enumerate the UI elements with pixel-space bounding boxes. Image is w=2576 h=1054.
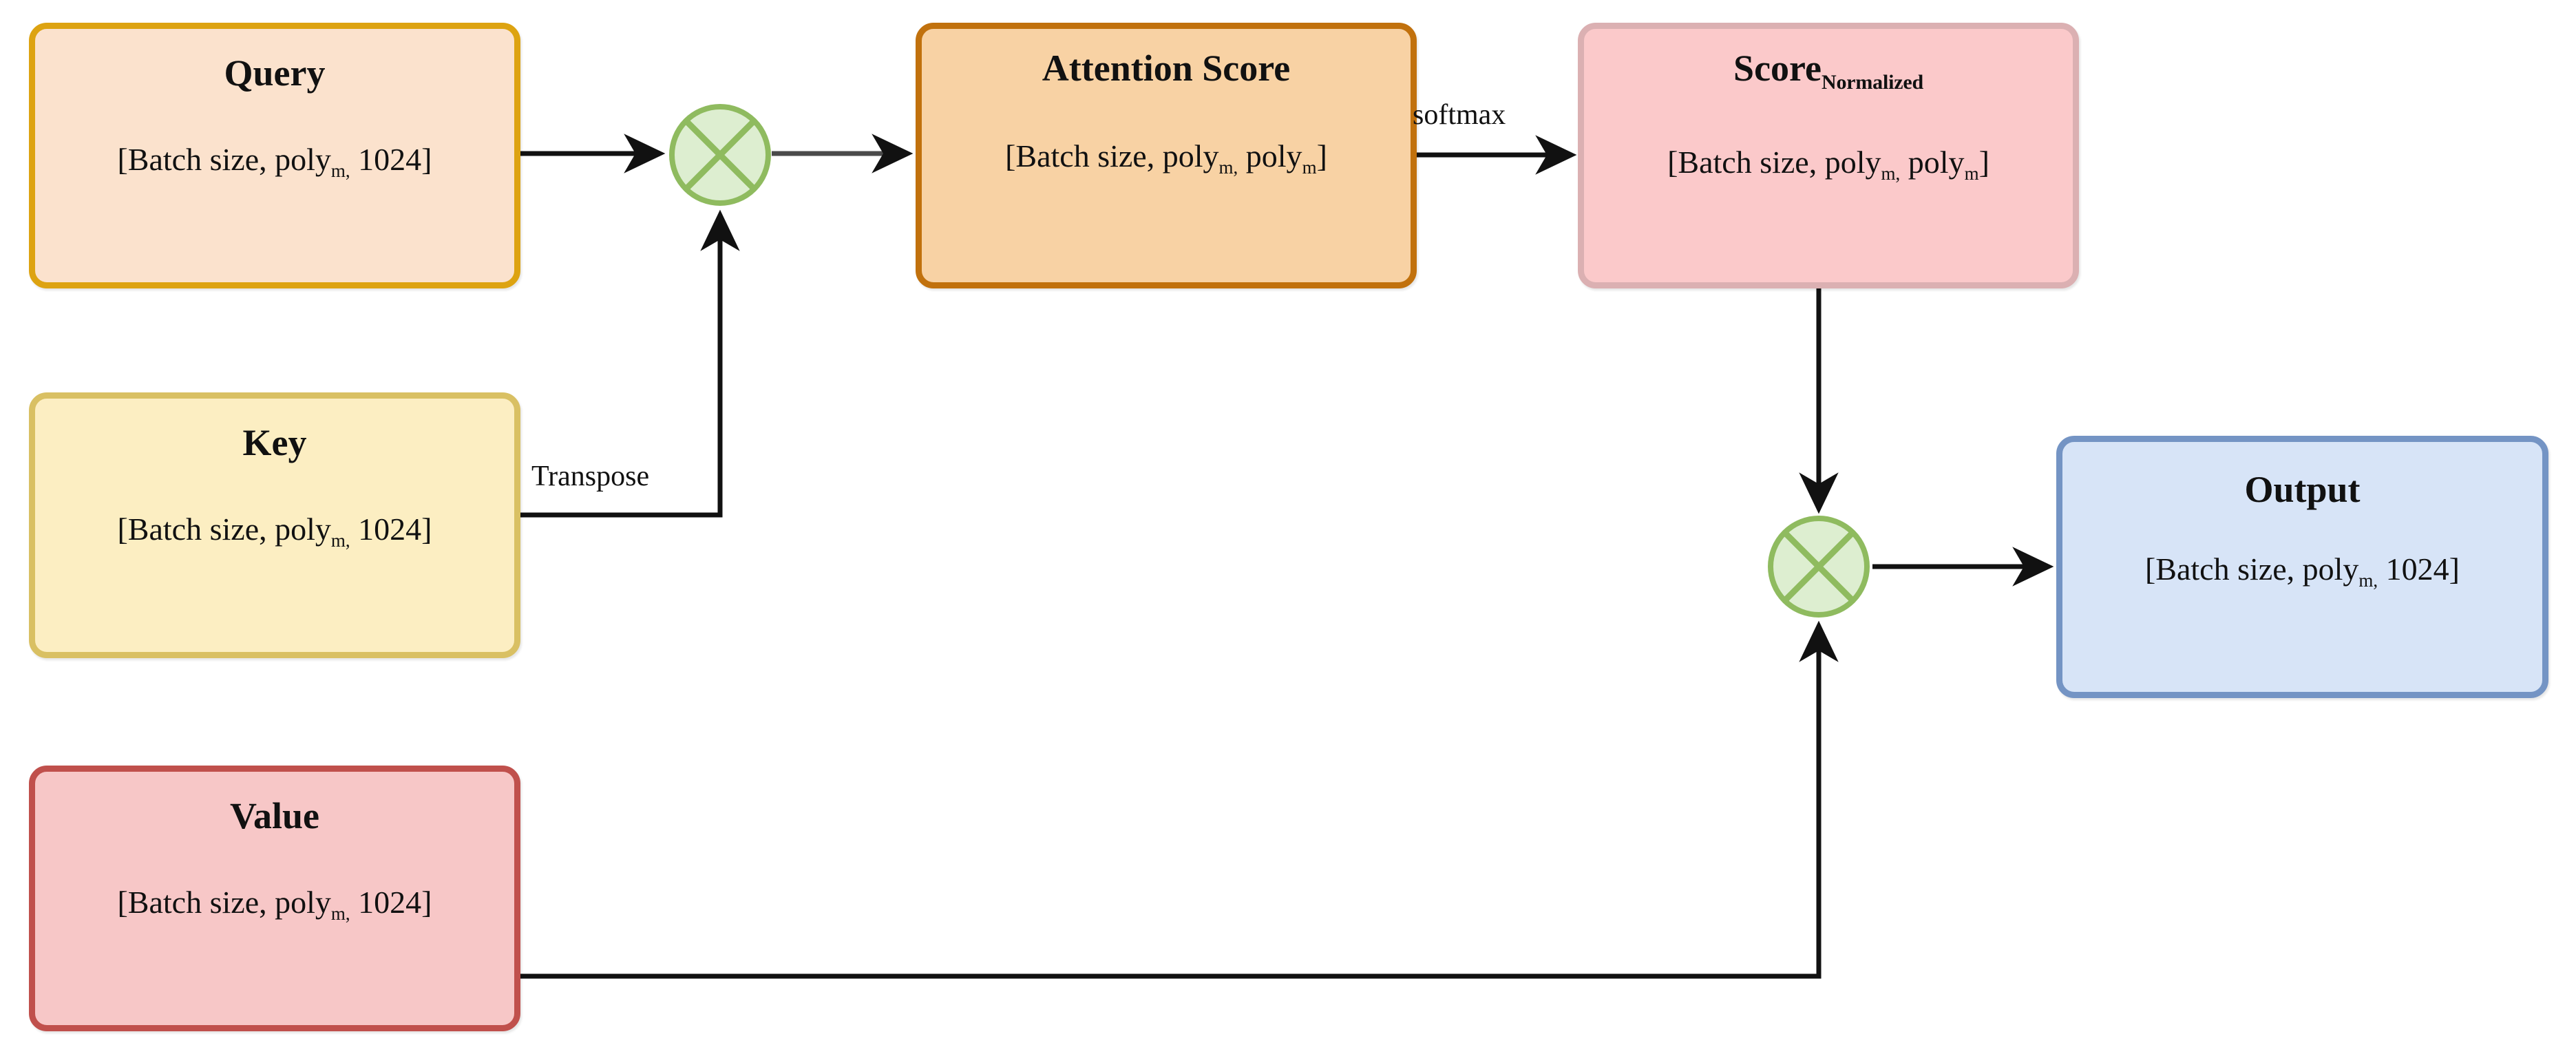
edge-key-to-mul bbox=[520, 209, 740, 518]
node-attention-score-title: Attention Score bbox=[1042, 48, 1291, 89]
shape-sub: m, bbox=[330, 160, 350, 182]
shape-sub2: m bbox=[1964, 162, 1979, 184]
shape-sub: m, bbox=[1881, 162, 1901, 184]
shape-end: ] bbox=[1316, 138, 1327, 173]
shape-prefix: [Batch size, poly bbox=[117, 142, 331, 177]
node-attention-score-shape: [Batch size, polym, polym] bbox=[1005, 140, 1327, 177]
node-score-normalized[interactable]: ScoreNormalized [Batch size, polym, poly… bbox=[1578, 23, 2079, 288]
shape-suffix: poly bbox=[1238, 138, 1302, 173]
shape-sub: m, bbox=[2358, 570, 2378, 591]
shape-suffix: 1024] bbox=[2378, 551, 2460, 587]
shape-end: ] bbox=[1978, 144, 1989, 180]
node-query[interactable]: Query [Batch size, polym, 1024] bbox=[29, 23, 520, 288]
shape-prefix: [Batch size, poly bbox=[2144, 551, 2359, 587]
shape-sub: m, bbox=[330, 903, 350, 925]
node-key[interactable]: Key [Batch size, polym, 1024] bbox=[29, 392, 520, 658]
node-output-title: Output bbox=[2244, 469, 2361, 510]
multiply-icon[interactable] bbox=[668, 103, 772, 207]
node-value-title: Value bbox=[229, 795, 320, 836]
shape-prefix: [Batch size, poly bbox=[117, 512, 331, 547]
shape-suffix: 1024] bbox=[350, 885, 432, 920]
node-key-shape: [Batch size, polym, 1024] bbox=[117, 514, 432, 550]
node-output[interactable]: Output [Batch size, polym, 1024] bbox=[2056, 436, 2548, 698]
title-subscript: Normalized bbox=[1822, 70, 1923, 94]
shape-prefix: [Batch size, poly bbox=[1667, 144, 1881, 180]
node-output-shape: [Batch size, polym, 1024] bbox=[2145, 554, 2460, 590]
edge-label-softmax: softmax bbox=[1413, 99, 1506, 131]
shape-sub: m, bbox=[330, 530, 350, 551]
shape-prefix: [Batch size, poly bbox=[117, 885, 331, 920]
shape-suffix: poly bbox=[1900, 144, 1965, 180]
node-score-normalized-shape: [Batch size, polym, polym] bbox=[1667, 144, 1989, 184]
node-key-title: Key bbox=[242, 422, 307, 463]
node-value[interactable]: Value [Batch size, polym, 1024] bbox=[29, 766, 520, 1031]
node-score-normalized-title: ScoreNormalized bbox=[1733, 50, 1923, 93]
shape-sub: m, bbox=[1218, 157, 1238, 178]
edge-label-transpose: Transpose bbox=[531, 461, 650, 492]
shape-sub2: m bbox=[1302, 157, 1317, 178]
shape-suffix: 1024] bbox=[350, 512, 432, 547]
multiply-icon[interactable] bbox=[1767, 515, 1870, 618]
edge-value-to-mul bbox=[520, 620, 1839, 979]
title-main: Score bbox=[1733, 48, 1822, 89]
node-value-shape: [Batch size, polym, 1024] bbox=[117, 887, 432, 923]
node-attention-score[interactable]: Attention Score [Batch size, polym, poly… bbox=[916, 23, 1417, 288]
node-query-shape: [Batch size, polym, 1024] bbox=[117, 144, 432, 180]
shape-prefix: [Batch size, poly bbox=[1005, 138, 1219, 173]
shape-suffix: 1024] bbox=[350, 142, 432, 177]
node-query-title: Query bbox=[224, 52, 326, 94]
